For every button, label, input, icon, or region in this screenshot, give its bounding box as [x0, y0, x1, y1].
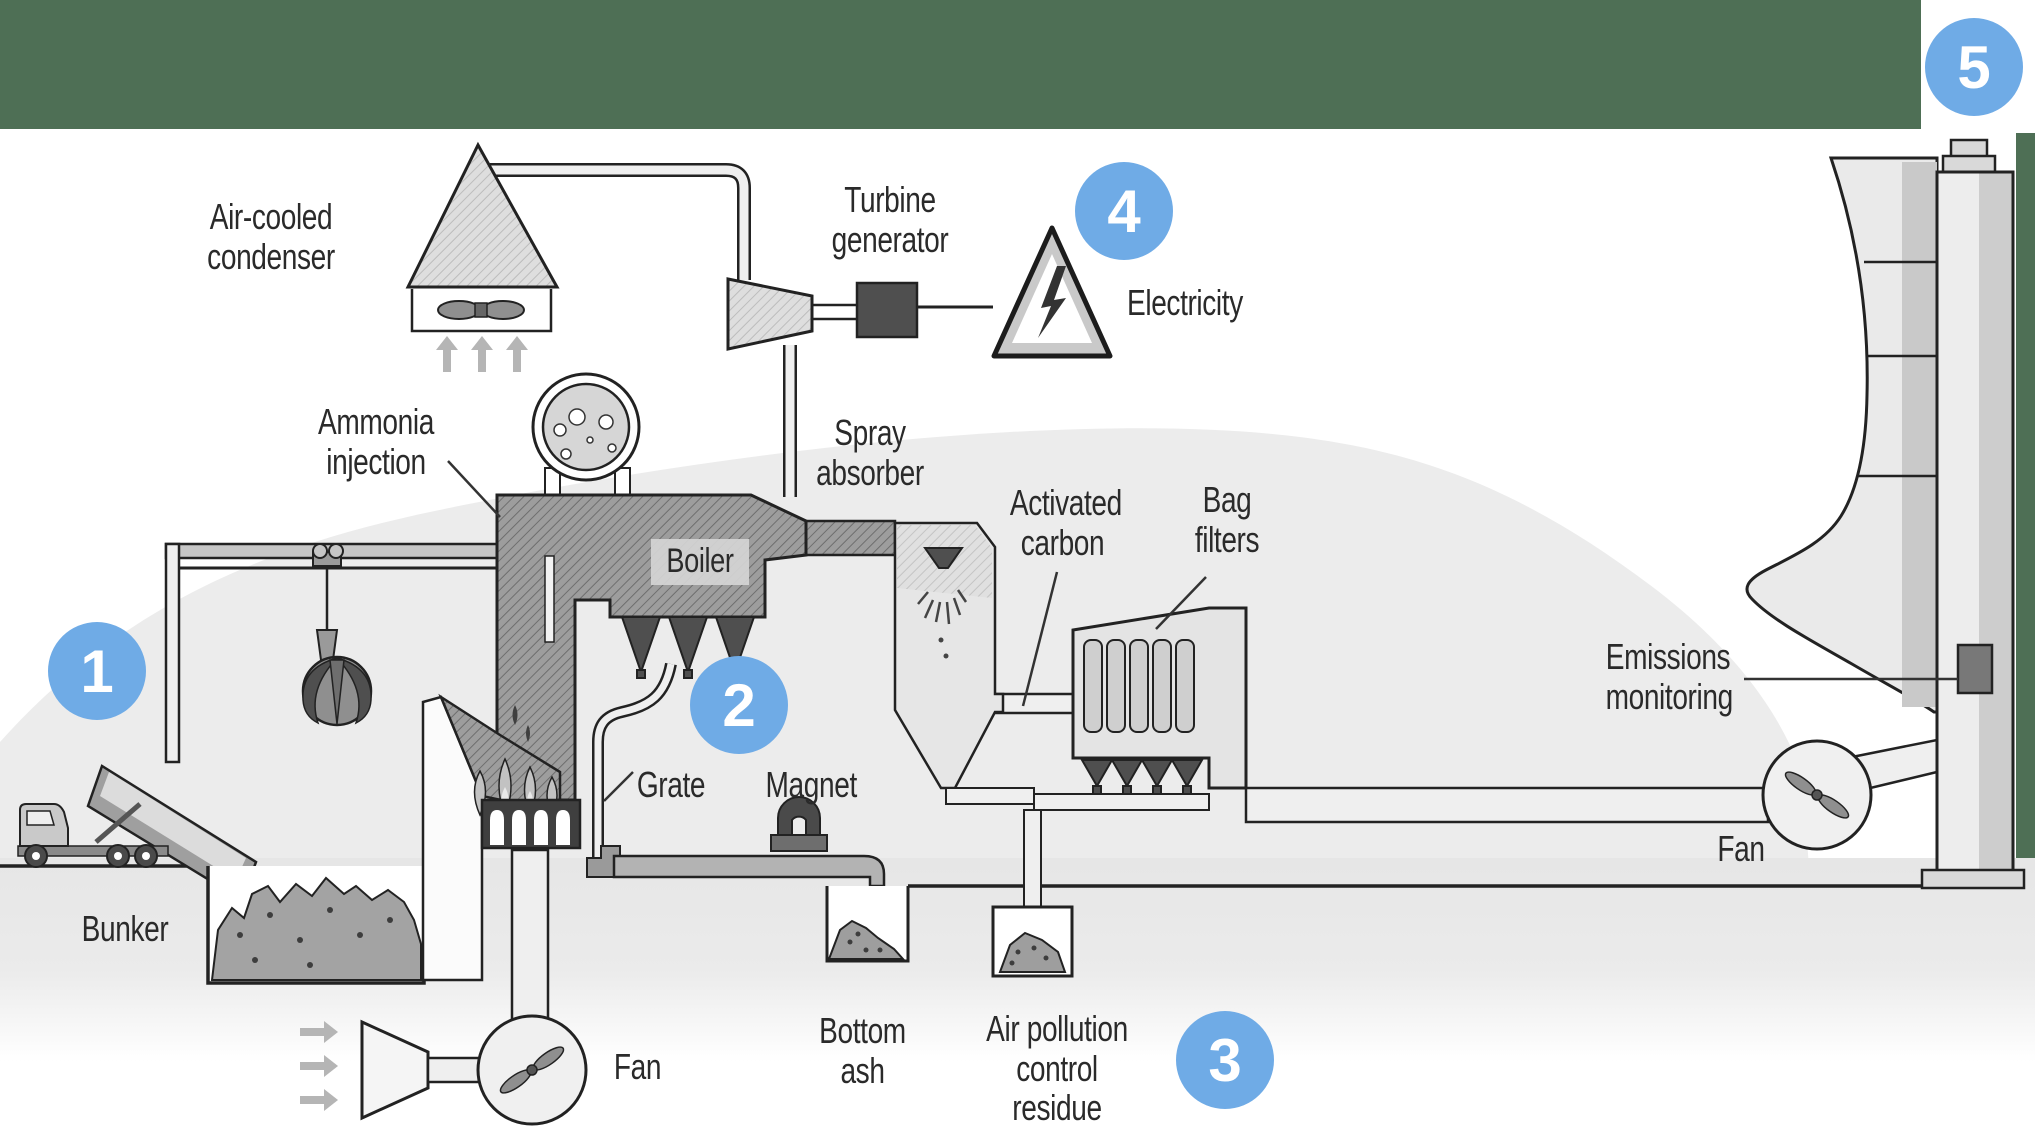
primary-air-fan	[300, 848, 588, 1126]
label-boiler-text: Boiler	[666, 542, 734, 581]
label-air-pollution-control-residue: Air pollution control residue	[986, 1008, 1128, 1128]
turbine	[726, 277, 814, 351]
boiler-hoppers	[620, 616, 756, 679]
label-emissions-monitoring: Emissions monitoring	[1605, 636, 1734, 717]
label-bag-filters: Bag filters	[1194, 479, 1260, 560]
bunker-pit	[206, 695, 484, 985]
label-grate: Grate	[636, 764, 706, 805]
induced-draft-fan	[1761, 738, 1939, 851]
fan-propeller-icon	[1784, 771, 1850, 819]
magnet-icon	[770, 796, 828, 852]
label-fan-primary: Fan	[613, 1046, 662, 1087]
label-activated-carbon: Activated carbon	[1009, 482, 1122, 563]
callout-2: 2	[690, 656, 788, 754]
waste-pile	[210, 876, 422, 981]
condenser-fan-icon	[437, 300, 481, 320]
steam-drum	[531, 372, 641, 499]
leader-lines	[447, 460, 1958, 802]
furnace-grate	[438, 693, 621, 878]
label-bunker: Bunker	[81, 908, 169, 949]
label-electricity: Electricity	[1127, 282, 1243, 323]
spray-lines	[917, 589, 968, 625]
lightning-bolt-icon	[1038, 266, 1066, 338]
gas-duct-to-bagfilter	[993, 692, 1075, 715]
crane-post	[164, 542, 181, 764]
electricity-sign	[991, 225, 1113, 359]
label-fan-induced-draft: Fan	[1717, 828, 1765, 869]
air-up-arrows	[436, 336, 528, 372]
label-ammonia-injection: Ammonia injection	[318, 401, 434, 482]
callout-4: 4	[1075, 162, 1173, 260]
spray-nozzle	[923, 547, 964, 569]
spray-absorber	[893, 521, 1075, 805]
generator	[855, 281, 919, 339]
right-green-border	[2016, 133, 2035, 881]
flue-duct-to-absorber	[804, 519, 897, 557]
callout-5: 5	[1925, 18, 2023, 116]
residue-channel	[945, 787, 1035, 805]
header-green-band	[0, 0, 1921, 129]
overhead-crane	[164, 542, 499, 764]
fan-duct	[510, 848, 550, 1022]
air-intake-arrows	[300, 1021, 338, 1111]
callout-1: 1	[48, 622, 146, 720]
turbine-generator	[726, 277, 993, 497]
label-spray-absorber: Spray absorber	[816, 412, 924, 493]
label-turbine-generator: Turbine generator	[831, 179, 949, 260]
label-bottom-ash: Bottom ash	[819, 1010, 906, 1091]
callout-3: 3	[1176, 1011, 1274, 1109]
residue-drop-pipe	[1023, 809, 1042, 909]
stack	[1920, 138, 2026, 890]
clean-gas-duct	[1244, 786, 1770, 824]
bag-filters	[1023, 606, 1248, 909]
emissions-sensor	[1956, 643, 1994, 695]
label-magnet: Magnet	[765, 764, 858, 805]
label-air-cooled-condenser: Air-cooled condenser	[207, 196, 335, 277]
bottom-ash-pit	[825, 886, 910, 963]
filter-bags	[1083, 639, 1195, 733]
air-cooled-condenser	[405, 141, 751, 372]
residue-box	[991, 905, 1074, 978]
label-boiler: Boiler	[651, 539, 749, 585]
flue-duct-tower	[1745, 156, 1939, 714]
bagfilter-hoppers	[1080, 759, 1204, 797]
waste-grapple	[301, 629, 373, 727]
